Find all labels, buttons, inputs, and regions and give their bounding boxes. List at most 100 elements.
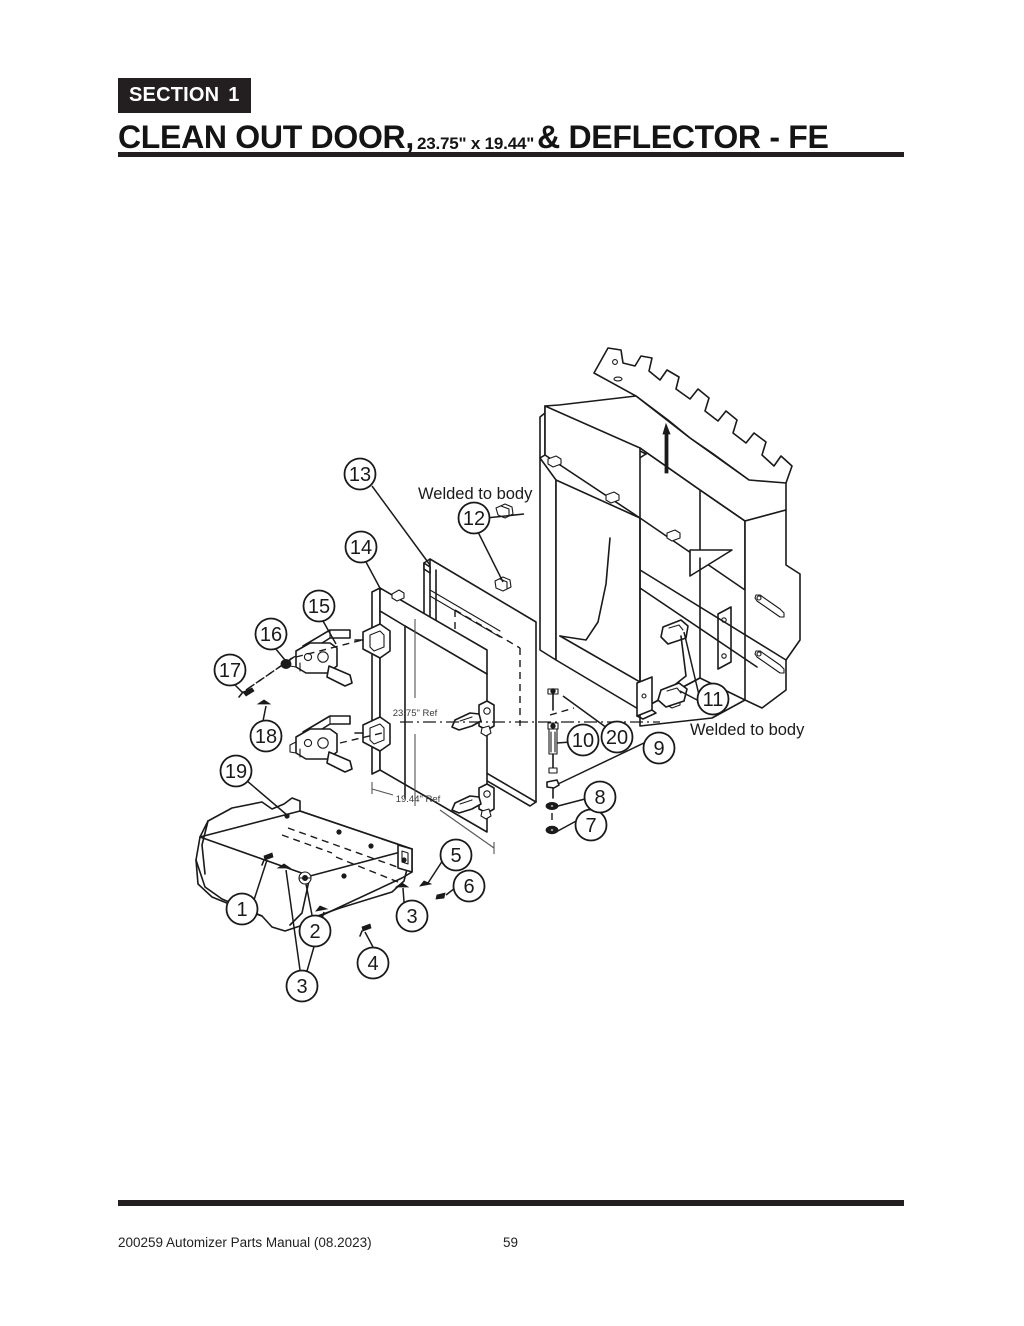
callout-bubble-19[interactable]: 19 bbox=[219, 754, 253, 788]
weld-bracket-11 bbox=[657, 619, 689, 708]
callout-bubble-7[interactable]: 7 bbox=[574, 808, 608, 842]
callout-number: 12 bbox=[463, 508, 485, 530]
fastener-nut-7 bbox=[545, 825, 559, 835]
note-welded-to-body-top: Welded to body bbox=[418, 485, 533, 503]
callout-circle bbox=[344, 530, 378, 564]
latch-fastener-axis bbox=[238, 639, 383, 744]
header-divider bbox=[118, 152, 904, 157]
dim-width-label: 19.44" Ref bbox=[396, 794, 441, 805]
callout-number: 9 bbox=[653, 738, 664, 760]
fastener-washer-8 bbox=[545, 802, 559, 811]
dimension-annotations: 23.75" Ref 19.44" Ref bbox=[371, 619, 495, 854]
fastener-nut-2 bbox=[298, 871, 312, 885]
weld-nut-12 bbox=[494, 503, 514, 592]
callout-number: 20 bbox=[606, 727, 628, 749]
callout-number: 5 bbox=[450, 845, 461, 867]
callout-bubble-1[interactable]: 1 bbox=[225, 892, 259, 926]
footer-page-number: 59 bbox=[503, 1235, 519, 1250]
callout-number: 19 bbox=[225, 761, 247, 783]
callout-circle bbox=[219, 754, 253, 788]
callout-bubble-3[interactable]: 3 bbox=[395, 899, 429, 933]
fastener-screw-6 bbox=[435, 892, 446, 900]
callout-number: 8 bbox=[594, 787, 605, 809]
deflector-fasteners bbox=[261, 827, 446, 937]
door-latch-handle bbox=[451, 700, 495, 737]
callout-bubble-16[interactable]: 16 bbox=[254, 617, 288, 651]
callout-circle bbox=[298, 914, 332, 948]
fastener-washer-18 bbox=[256, 699, 272, 705]
callout-bubble-10[interactable]: 10 bbox=[566, 723, 600, 757]
callout-number: 3 bbox=[296, 976, 307, 998]
callout-bubble-3[interactable]: 3 bbox=[285, 969, 319, 1003]
callout-bubble-17[interactable]: 17 bbox=[213, 653, 247, 687]
callout-number: 1 bbox=[236, 899, 247, 921]
hinge-bracket bbox=[354, 623, 391, 752]
callout-circle bbox=[395, 899, 429, 933]
callout-circle bbox=[302, 589, 336, 623]
fastener-screw-4 bbox=[359, 923, 372, 937]
fastener-bolt-20 bbox=[547, 688, 559, 711]
fastener-clip-9 bbox=[546, 779, 560, 799]
latch-assembly-15 bbox=[289, 629, 353, 773]
callout-bubble-8[interactable]: 8 bbox=[583, 780, 617, 814]
fastener-washer-3 bbox=[276, 863, 292, 869]
door-latch-handle bbox=[451, 783, 495, 820]
callout-number: 2 bbox=[309, 921, 320, 943]
page-title: CLEAN OUT DOOR,23.75" x 19.44"& DEFLECTO… bbox=[118, 119, 904, 156]
section-badge-word: SECTION bbox=[129, 84, 220, 106]
callout-circle bbox=[566, 723, 600, 757]
callout-bubble-14[interactable]: 14 bbox=[344, 530, 378, 564]
callout-circle bbox=[457, 501, 491, 535]
callout-bubble-9[interactable]: 9 bbox=[642, 731, 676, 765]
callout-number: 16 bbox=[260, 624, 282, 646]
callout-number: 13 bbox=[349, 464, 371, 486]
page-title-main-before: CLEAN OUT DOOR, bbox=[118, 119, 414, 155]
footer-divider bbox=[118, 1200, 904, 1206]
callout-circle bbox=[249, 719, 283, 753]
callout-circle bbox=[452, 869, 486, 903]
callout-bubble-12[interactable]: 12 bbox=[457, 501, 491, 535]
callout-circle bbox=[225, 892, 259, 926]
exploded-parts-diagram: 23.75" Ref 19.44" Ref Welded to body Wel… bbox=[0, 170, 1024, 1190]
dim-height-label: 23.75" Ref bbox=[393, 708, 438, 719]
callout-number: 6 bbox=[463, 876, 474, 898]
callout-bubble-11[interactable]: 11 bbox=[696, 682, 730, 716]
callout-bubble-6[interactable]: 6 bbox=[452, 869, 486, 903]
callout-bubble-18[interactable]: 18 bbox=[249, 719, 283, 753]
callout-leader-lines bbox=[233, 485, 700, 972]
note-welded-to-body-bottom: Welded to body bbox=[690, 721, 805, 739]
footer-manual-text: 200259 Automizer Parts Manual (08.2023) bbox=[118, 1235, 372, 1250]
callout-number: 18 bbox=[255, 726, 277, 748]
callout-bubble-2[interactable]: 2 bbox=[298, 914, 332, 948]
callout-circle bbox=[583, 780, 617, 814]
callout-bubble-5[interactable]: 5 bbox=[439, 838, 473, 872]
callout-circle bbox=[356, 946, 390, 980]
callout-number: 17 bbox=[219, 660, 241, 682]
callout-circle bbox=[696, 682, 730, 716]
fastener-washer-3 bbox=[394, 882, 410, 888]
callout-bubble-15[interactable]: 15 bbox=[302, 589, 336, 623]
fastener-rod-10 bbox=[547, 722, 559, 774]
callout-number: 3 bbox=[406, 906, 417, 928]
callout-number: 4 bbox=[367, 953, 378, 975]
callout-circle bbox=[343, 457, 377, 491]
callout-circle bbox=[254, 617, 288, 651]
callout-circle bbox=[439, 838, 473, 872]
callout-bubble-4[interactable]: 4 bbox=[356, 946, 390, 980]
fastener-screw-1 bbox=[261, 852, 274, 866]
callout-number: 15 bbox=[308, 596, 330, 618]
callout-circle bbox=[213, 653, 247, 687]
machine-body-assembly bbox=[539, 347, 801, 727]
callout-number: 14 bbox=[350, 537, 372, 559]
page-title-dimension: 23.75" x 19.44" bbox=[416, 134, 535, 153]
callout-circle bbox=[285, 969, 319, 1003]
callout-bubble-20[interactable]: 20 bbox=[600, 720, 634, 754]
callout-bubble-13[interactable]: 13 bbox=[343, 457, 377, 491]
fastener-nut-16 bbox=[280, 658, 292, 669]
page-title-main-after: & DEFLECTOR - FE bbox=[537, 119, 829, 155]
callout-number: 7 bbox=[585, 815, 596, 837]
callout-circle bbox=[642, 731, 676, 765]
